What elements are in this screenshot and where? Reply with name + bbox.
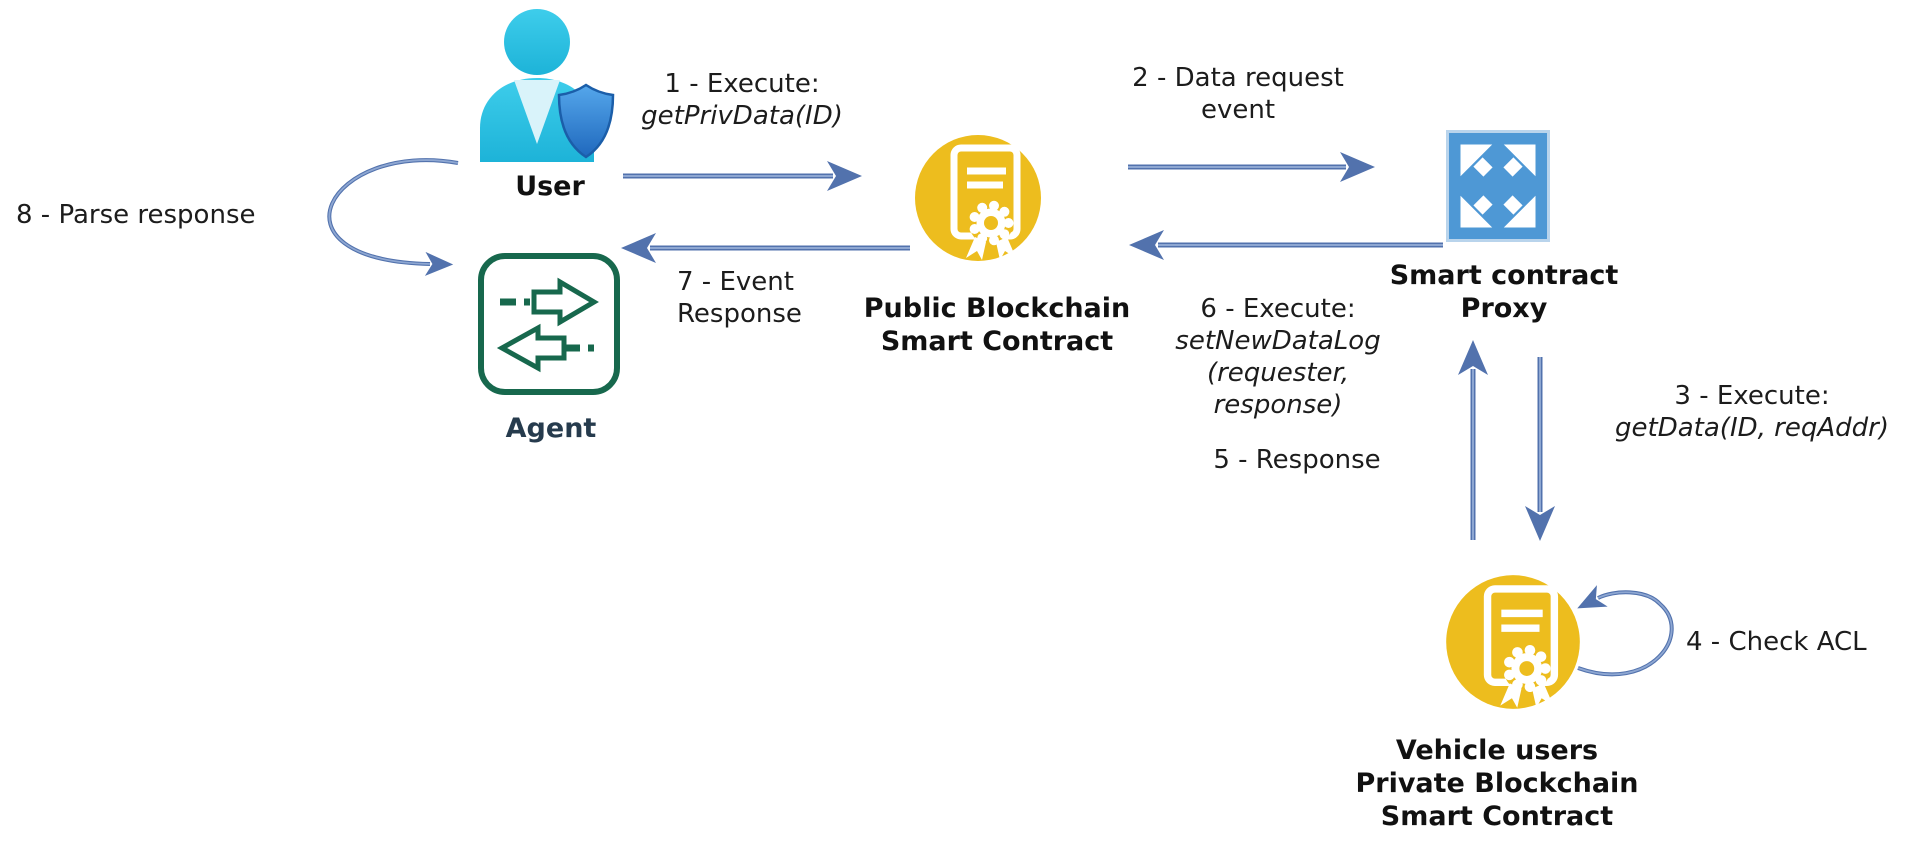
certificate-icon xyxy=(950,144,1021,260)
agent-box xyxy=(478,253,620,395)
public-smart-contract-icon xyxy=(915,135,1041,261)
shield-icon xyxy=(557,83,615,159)
step4-label: 4 - Check ACL xyxy=(1686,627,1867,657)
private-smart-contract-icon xyxy=(1446,575,1580,709)
step1-label: 1 - Execute: getPrivData(ID) xyxy=(641,69,843,131)
step3-label: 3 - Execute: getData(ID, reqAddr) xyxy=(1615,381,1889,443)
agent-icon xyxy=(478,253,620,395)
exchange-arrows-icon xyxy=(496,277,599,373)
public-contract-label: Public Blockchain Smart Contract xyxy=(863,293,1131,357)
proxy-icon xyxy=(1446,130,1550,242)
step8-label: 8 - Parse response xyxy=(16,200,256,230)
proxy-label: Smart contract Proxy xyxy=(1389,260,1619,324)
step2-label: 2 - Data request event xyxy=(1132,63,1344,125)
step7-label: 7 - Event Response xyxy=(677,267,802,329)
user-icon xyxy=(480,9,615,162)
expand-arrows-icon xyxy=(1460,144,1536,228)
arrow-step4-check-acl-loop xyxy=(1577,585,1674,677)
step5-label: 5 - Response xyxy=(1213,445,1381,475)
private-contract-label: Vehicle users Private Blockchain Smart C… xyxy=(1355,735,1639,832)
certificate-icon xyxy=(1483,585,1559,708)
agent-label: Agent xyxy=(505,413,597,444)
user-label: User xyxy=(515,171,585,202)
step6-label: 6 - Execute: setNewDataLog (requester, r… xyxy=(1175,294,1381,420)
user-collar xyxy=(514,80,560,144)
arrow-step8-user-to-agent-curve xyxy=(327,158,459,276)
user-head xyxy=(504,9,570,75)
